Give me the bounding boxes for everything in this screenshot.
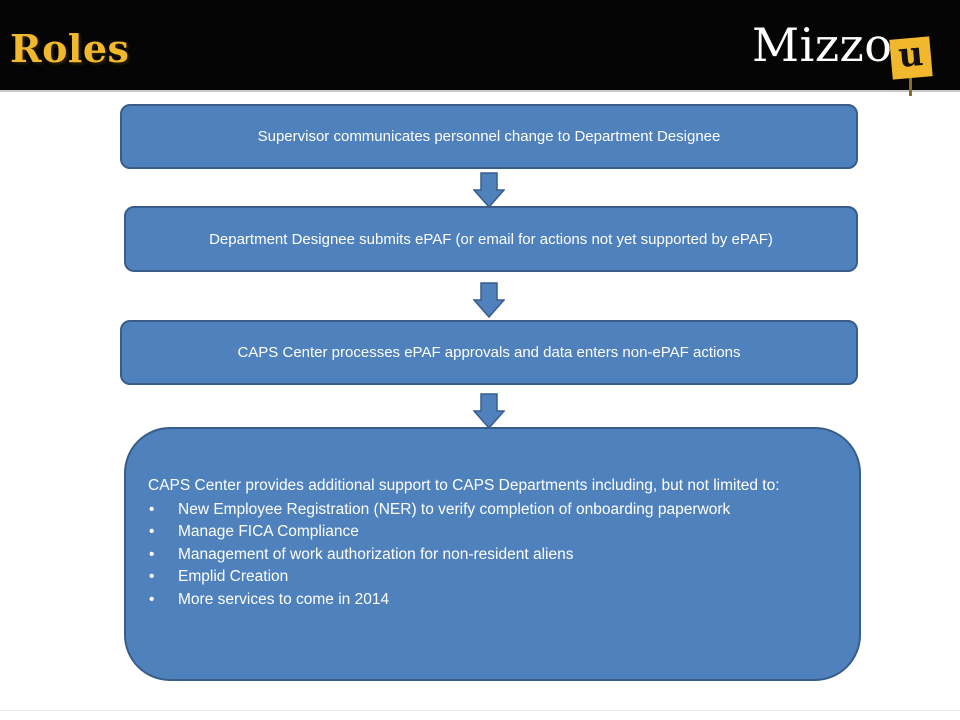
flow-step-caps-center: CAPS Center processes ePAF approvals and…: [120, 320, 858, 385]
support-list-item: New Employee Registration (NER) to verif…: [148, 499, 835, 522]
support-list-item: Manage FICA Compliance: [148, 521, 835, 544]
page-title: Roles: [10, 26, 130, 71]
down-arrow-icon: [473, 282, 505, 318]
support-list-item: More services to come in 2014: [148, 589, 835, 612]
support-list-item: Management of work authorization for non…: [148, 544, 835, 567]
flow-step-text: CAPS Center processes ePAF approvals and…: [237, 344, 741, 361]
down-arrow-icon: [473, 172, 505, 208]
logo-sign: u: [889, 34, 933, 80]
flow-step-text: Department Designee submits ePAF (or ema…: [209, 230, 773, 248]
flow-step-additional-support: CAPS Center provides additional support …: [124, 427, 861, 681]
support-intro: CAPS Center provides additional support …: [148, 477, 780, 494]
logo-wordmark: Mizzo: [752, 18, 893, 72]
flow-step-department-designee: Department Designee submits ePAF (or ema…: [124, 206, 858, 272]
mizzou-logo: Mizzo u: [752, 16, 942, 96]
down-arrow-icon: [473, 393, 505, 429]
flow-step-supervisor: Supervisor communicates personnel change…: [120, 104, 858, 169]
support-list: New Employee Registration (NER) to verif…: [148, 499, 835, 612]
footer-divider: [0, 710, 960, 711]
support-list-item: Emplid Creation: [148, 566, 835, 589]
flow-step-text: Supervisor communicates personnel change…: [257, 128, 721, 145]
header-bar: Roles Mizzo u: [0, 0, 960, 96]
